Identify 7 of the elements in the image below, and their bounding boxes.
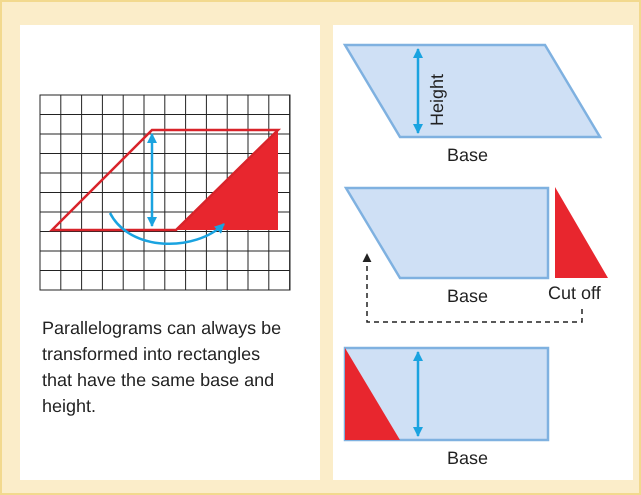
dimension-label: Height [427, 74, 448, 126]
node-label: Cut off [548, 283, 601, 304]
dashed-arrow [362, 253, 583, 323]
description-text: Parallelograms can always be transformed into rectangles that have the same base and height. [42, 317, 282, 418]
dimension-label: Base [447, 448, 488, 469]
dimension-label: Base [447, 145, 488, 166]
dimension-label: Base [447, 286, 488, 307]
